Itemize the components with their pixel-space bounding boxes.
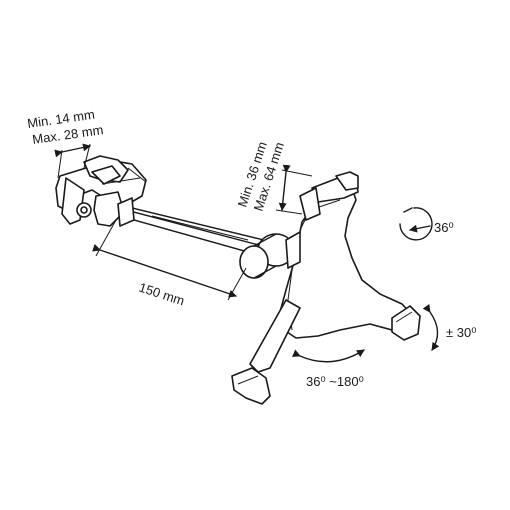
holder-dimension — [275, 164, 313, 215]
swivel-arrow — [291, 349, 365, 363]
tilt-arrow — [422, 303, 440, 351]
top-jaw — [299, 171, 359, 221]
clamp-dimension — [54, 143, 91, 179]
right-jaw — [391, 305, 421, 341]
arm-rod — [119, 205, 273, 257]
lower-leg — [231, 299, 301, 405]
rotation-arrow — [399, 207, 433, 241]
pipe-clamp — [55, 155, 147, 227]
arm-length-label: 150 mm — [137, 280, 186, 309]
swivel-joint — [239, 231, 301, 279]
arm-length-dimension — [92, 219, 247, 301]
tilt-label: ± 30⁰ — [446, 325, 476, 340]
rotation-label: 36⁰ — [434, 220, 454, 235]
swivel-label: 36⁰ ~180⁰ — [306, 374, 364, 389]
